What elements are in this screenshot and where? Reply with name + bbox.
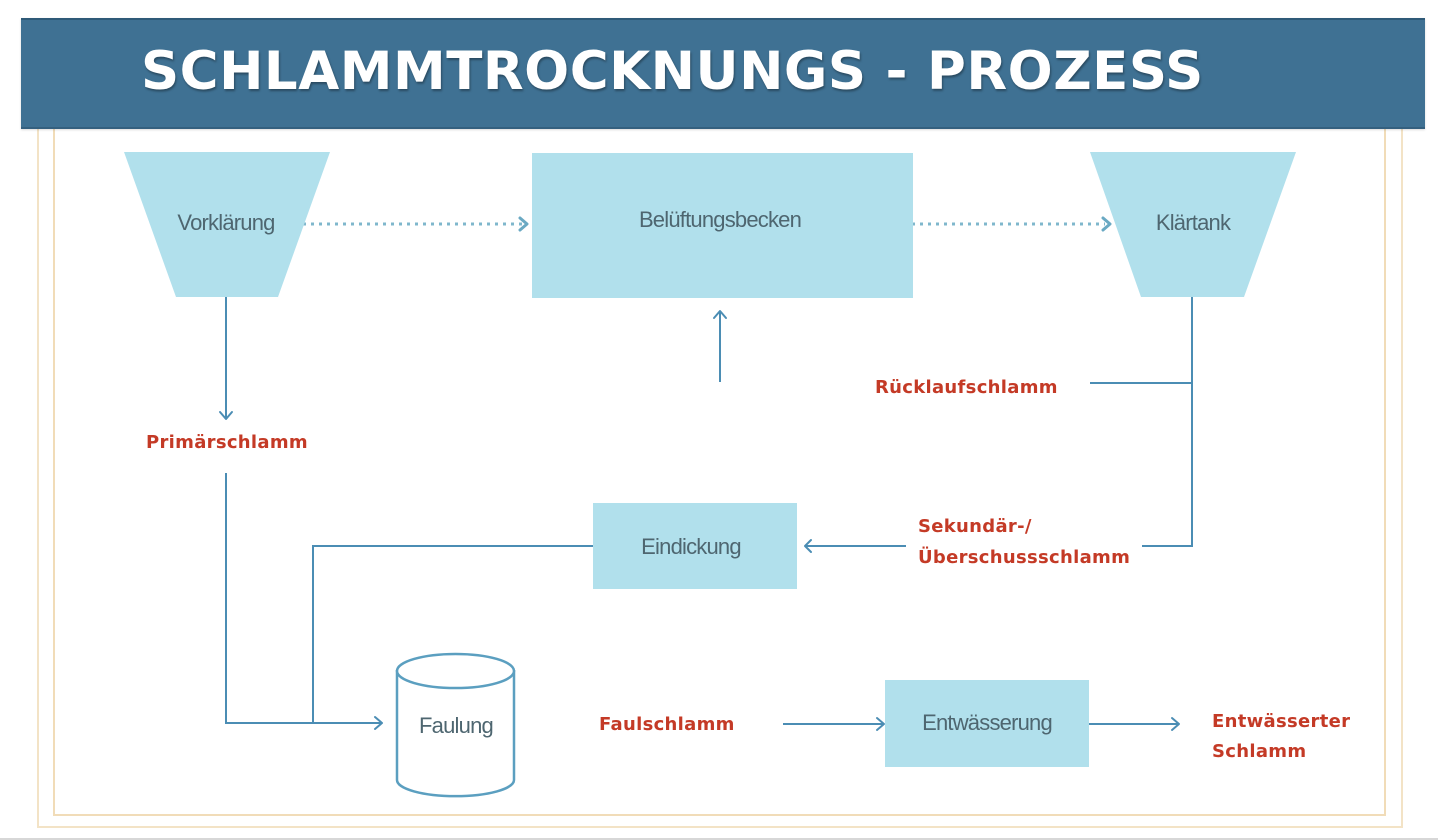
cylinder-top <box>395 652 516 690</box>
edge-vorklaerung-primaerschlamm <box>219 296 233 420</box>
edge-eindickung-faulung <box>312 545 593 723</box>
arrow-right-icon <box>374 716 383 730</box>
node-label: Entwässerung <box>922 710 1052 735</box>
arrow-up-icon <box>713 310 727 319</box>
connector-line <box>225 473 381 724</box>
arrow-left-icon <box>804 539 812 553</box>
connector-line <box>1142 297 1193 547</box>
arrow-right-icon <box>1171 717 1180 731</box>
flow-label-entwaesserter-line2: Schlamm <box>1212 741 1306 762</box>
edge-entwaesserung-output <box>1088 717 1180 731</box>
trapezoid-shape <box>1090 152 1296 297</box>
decorative-frame-outer <box>37 128 1403 828</box>
rectangle-shape <box>532 153 913 298</box>
flow-label-faulschlamm: Faulschlamm <box>599 714 735 735</box>
edge-sekundaer-eindickung <box>804 539 906 553</box>
decorative-frame-inner <box>53 128 1386 816</box>
page-title: SCHLAMMTROCKNUNGS - PROZESS <box>141 41 1204 102</box>
node-label: Faulung <box>419 713 493 738</box>
node-eindickung[interactable]: Eindickung <box>593 503 797 589</box>
rectangle-shape <box>885 680 1089 767</box>
bottom-divider <box>0 838 1438 840</box>
trapezoid-shape <box>124 152 330 297</box>
flow-label-sekundaer-line1: Sekundär-/ <box>918 516 1032 537</box>
node-label: Vorklärung <box>177 210 274 235</box>
edge-klaertank-trunk <box>1090 297 1193 547</box>
node-entwaesserung[interactable]: Entwässerung <box>885 680 1089 767</box>
flow-label-primaerschlamm: Primärschlamm <box>146 432 308 453</box>
arrow-right-icon <box>1101 216 1112 232</box>
arrow-down-icon <box>219 411 233 420</box>
edge-primaerschlamm-faulung <box>225 473 383 730</box>
node-label: Klärtank <box>1156 210 1232 235</box>
edge-belueftung-klaertank <box>912 216 1112 232</box>
title-banner: SCHLAMMTROCKNUNGS - PROZESS <box>21 18 1425 129</box>
node-label: Eindickung <box>641 534 741 559</box>
rectangle-shape <box>593 503 797 589</box>
flow-label-sekundaer-line2: Überschussschlamm <box>918 546 1130 568</box>
cylinder-body <box>395 670 516 798</box>
arrow-right-icon <box>518 216 529 232</box>
node-klaertank[interactable]: Klärtank <box>1090 152 1296 297</box>
edge-vorklaerung-belueftung <box>303 216 529 232</box>
node-label: Belüftungsbecken <box>639 207 801 232</box>
edge-faulschlamm-entwaesserung <box>783 717 885 731</box>
arrow-right-icon <box>876 717 885 731</box>
node-faulung[interactable]: Faulung <box>395 652 516 798</box>
node-belueftungsbecken[interactable]: Belüftungsbecken <box>532 153 913 298</box>
connector-line <box>312 545 593 723</box>
edge-ruecklauf-belueftung <box>713 310 727 382</box>
flow-label-ruecklaufschlamm: Rücklaufschlamm <box>875 377 1058 398</box>
flow-label-entwaesserter-line1: Entwässerter <box>1212 711 1350 732</box>
node-vorklaerung[interactable]: Vorklärung <box>124 152 330 297</box>
